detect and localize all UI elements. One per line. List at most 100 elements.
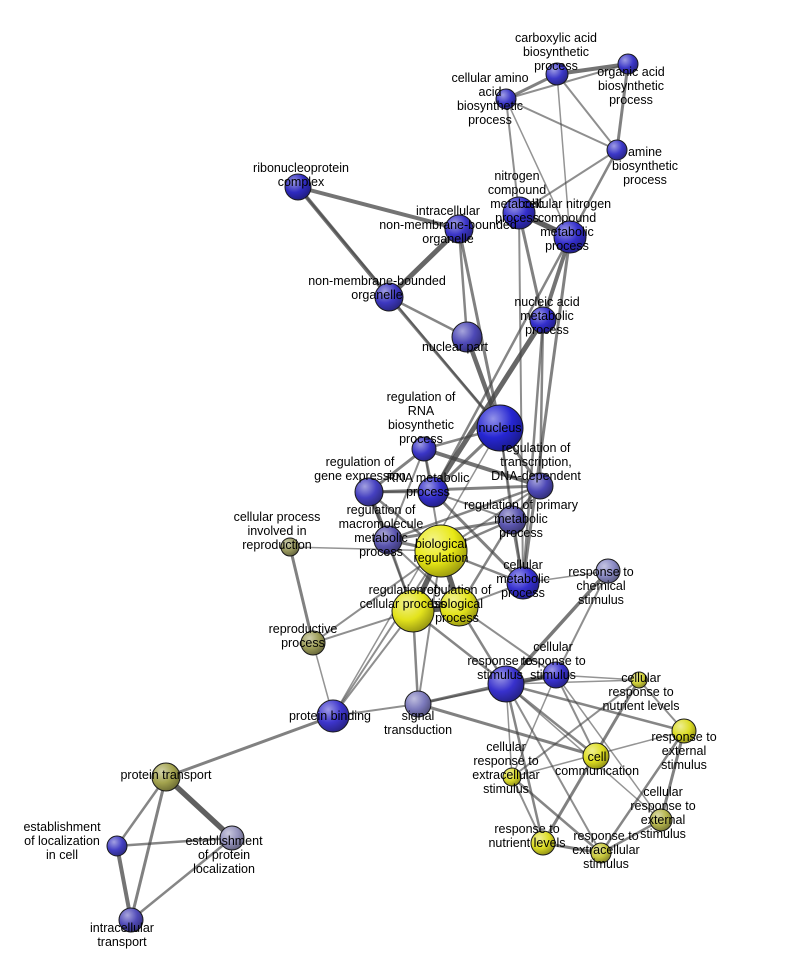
graph-node-rtd[interactable]: regulation of transcription, DNA-depende… xyxy=(526,472,554,500)
graph-edge-crs--sigt xyxy=(417,674,557,705)
graph-node-bioreg[interactable]: biological regulation xyxy=(414,524,468,578)
nodes-layer: carboxylic acid biosynthetic process cell… xyxy=(106,53,697,933)
graph-edge-epl--itrans xyxy=(129,836,234,922)
graph-node-rstim[interactable]: response to stimulus xyxy=(487,665,525,703)
node-label-nucleus: nucleus xyxy=(478,421,521,435)
graph-edge-rtd--rmm xyxy=(386,484,542,542)
graph-edge-rstim--crnl xyxy=(505,679,640,685)
graph-edge-pbind--bioreg xyxy=(332,550,442,717)
graph-node-ccomm[interactable]: cell communication xyxy=(582,742,610,770)
graph-edge-ptrans--itrans xyxy=(129,775,168,922)
graph-edge-caab--oab xyxy=(505,63,629,100)
graph-node-ncm[interactable]: nitrogen compound metabolic process xyxy=(502,196,536,230)
graph-edge-nmbo--nucleus xyxy=(387,295,502,430)
graph-edge-cab--oab xyxy=(555,62,630,76)
graph-node-itrans[interactable]: intracellular transport xyxy=(118,907,144,933)
graph-node-sigt[interactable]: signal transduction xyxy=(404,690,432,718)
graph-edge-rstim--ccomm xyxy=(504,682,598,758)
graph-node-nmbo[interactable]: non-membrane-bounded organelle xyxy=(374,282,404,312)
graph-edge-pbind--nucleus xyxy=(332,427,501,717)
graph-edge-ab--ncm xyxy=(518,149,618,214)
graph-node-crnl[interactable]: cellular response to nutrient levels xyxy=(630,671,648,689)
graph-edge-cncm--cmp xyxy=(521,235,572,585)
graph-node-caab[interactable]: cellular amino acid biosynthetic process xyxy=(495,88,517,110)
graph-node-rge[interactable]: regulation of gene expression xyxy=(354,477,384,507)
graph-edge-crs--crnl xyxy=(555,674,640,681)
graph-node-nucleus[interactable]: nucleus xyxy=(476,404,524,452)
graph-node-rextra[interactable]: response to extracellular stimulus xyxy=(590,842,612,864)
graph-node-rchem[interactable]: response to chemical stimulus xyxy=(595,558,621,584)
graph-node-cmp[interactable]: cellular metabolic process xyxy=(506,566,540,600)
graph-edge-nam--rnam xyxy=(430,317,546,495)
graph-node-rbp[interactable]: regulation of biological process xyxy=(439,587,479,627)
graph-edge-crnl--cres xyxy=(511,679,640,778)
node-label-pbind: protein binding xyxy=(289,709,371,723)
graph-node-rrb[interactable]: regulation of RNA biosynthetic process xyxy=(411,436,437,462)
graph-node-elic[interactable]: establishment of localization in cell xyxy=(106,835,128,857)
edges-layer xyxy=(115,62,686,922)
graph-edge-rstim--rext xyxy=(504,682,686,733)
graph-edge-rbp--crs xyxy=(458,606,557,676)
graph-node-rcp[interactable]: regulation of cellular process xyxy=(391,589,435,633)
graph-node-epl[interactable]: establishment of protein localization xyxy=(219,825,245,851)
graph-node-cab[interactable]: carboxylic acid biosynthetic process xyxy=(545,62,569,86)
graph-edge-rext--crext xyxy=(659,729,686,822)
graph-node-oab[interactable]: organic acid biosynthetic process xyxy=(617,53,639,75)
graph-node-npart[interactable]: nuclear part xyxy=(451,321,483,353)
graph-edge-inmbo--nmbo xyxy=(386,226,462,300)
graph-edge-pbind--rcp xyxy=(332,610,414,717)
graph-edge-pbind--ptrans xyxy=(164,714,335,779)
graph-node-nam[interactable]: nucleic acid metabolic process xyxy=(529,306,557,334)
graph-node-cncm[interactable]: cellular nitrogen compound metabolic pro… xyxy=(553,220,587,254)
graph-node-cpir[interactable]: cellular process involved in reproductio… xyxy=(280,537,300,557)
node-label-ptrans: protein transport xyxy=(120,768,212,782)
graph-edge-nam--cmp xyxy=(521,318,545,585)
graph-node-pbind[interactable]: protein binding xyxy=(316,699,350,733)
graph-node-crs[interactable]: cellular response to stimulus xyxy=(542,661,570,689)
graph-edge-sigt--ccomm xyxy=(416,702,598,758)
graph-edge-cpir--repro xyxy=(288,545,315,645)
graph-node-cres[interactable]: cellular response to extracellular stimu… xyxy=(502,767,522,787)
graph-edge-rrb--rmm xyxy=(387,448,425,541)
graph-node-rpm[interactable]: regulation of primary metabolic process xyxy=(497,505,527,535)
graph-node-repro[interactable]: reproductive process xyxy=(300,630,326,656)
graph-node-rnl[interactable]: response to nutrient levels xyxy=(530,830,556,856)
graph-edge-cab--ab xyxy=(556,73,618,151)
graph-node-ptrans[interactable]: protein transport xyxy=(151,762,181,792)
graph-edge-crs--ccomm xyxy=(555,674,597,757)
graph-edge-rnam--cmp xyxy=(431,490,525,585)
graph-node-ab[interactable]: amine biosynthetic process xyxy=(606,139,628,161)
graph-edge-rnp--inmbo xyxy=(296,185,461,231)
graph-node-rmm[interactable]: regulation of macromolecule metabolic pr… xyxy=(373,525,403,555)
graph-node-rnam[interactable]: RNA metabolic process xyxy=(417,476,449,508)
graph-node-rext[interactable]: response to external stimulus xyxy=(671,718,697,744)
graph-node-inmbo[interactable]: intracellular non-membrane-bounded organ… xyxy=(444,214,474,244)
graph-edge-elic--epl xyxy=(115,836,234,848)
graph-node-crext[interactable]: cellular response to external stimulus xyxy=(649,808,673,832)
graph-node-rnp[interactable]: ribonucleoprotein complex xyxy=(284,173,312,201)
